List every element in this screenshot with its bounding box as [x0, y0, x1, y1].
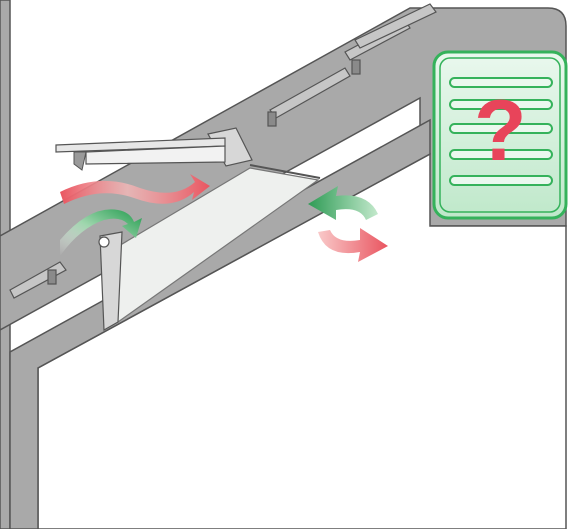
circulation-arrows-icon: [308, 186, 388, 262]
roof-tiles: [9, 3, 437, 299]
question-mark-icon: ?: [474, 83, 527, 179]
warm-air-arrow-icon: [60, 174, 210, 204]
ventilation-grille-icon: [432, 50, 568, 220]
roof-window-icon: [55, 127, 321, 332]
cool-air-arrow-icon: [60, 209, 142, 256]
